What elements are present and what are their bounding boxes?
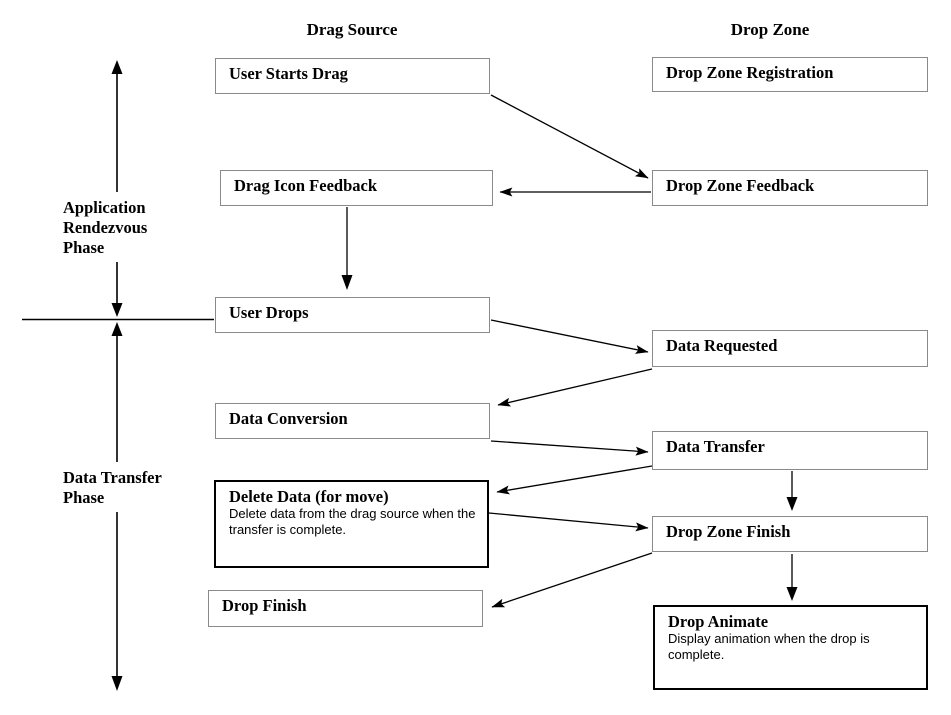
node-title: Drop Zone Finish bbox=[666, 522, 791, 541]
node-title: Data Transfer bbox=[666, 437, 765, 456]
node-title: Drop Animate bbox=[668, 612, 769, 631]
node-drop-zone-registration[interactable]: Drop Zone Registration bbox=[652, 57, 928, 92]
node-data-transfer[interactable]: Data Transfer bbox=[652, 431, 928, 470]
edge-data-conversion-to-data-transfer bbox=[490, 440, 649, 456]
edge-user-starts-drag-to-drop-zone-feedback bbox=[490, 94, 649, 179]
node-delete-data[interactable]: Delete Data (for move) Delete data from … bbox=[214, 480, 489, 568]
node-title: Data Conversion bbox=[229, 409, 348, 428]
node-description: Display animation when the drop is compl… bbox=[668, 631, 870, 663]
node-data-conversion[interactable]: Data Conversion bbox=[215, 403, 490, 439]
node-title: User Drops bbox=[229, 303, 309, 322]
node-drop-zone-feedback[interactable]: Drop Zone Feedback bbox=[652, 170, 928, 206]
edge-data-transfer-to-drop-zone-finish bbox=[786, 471, 798, 511]
node-drop-zone-finish[interactable]: Drop Zone Finish bbox=[652, 516, 928, 552]
node-title: Delete Data (for move) bbox=[229, 487, 389, 506]
column-title-drop-zone: Drop Zone bbox=[730, 20, 810, 39]
edge-delete-data-to-drop-zone-finish bbox=[488, 512, 649, 532]
edge-data-requested-to-data-conversion bbox=[497, 368, 653, 407]
phase-label-data-transfer: Data Transfer Phase bbox=[63, 468, 162, 508]
node-title: Drag Icon Feedback bbox=[234, 176, 377, 195]
node-data-requested[interactable]: Data Requested bbox=[652, 330, 928, 367]
edge-drop-zone-finish-to-drop-animate bbox=[786, 554, 798, 601]
node-drop-animate[interactable]: Drop Animate Display animation when the … bbox=[653, 605, 928, 690]
node-user-drops[interactable]: User Drops bbox=[215, 297, 490, 333]
edge-data-transfer-to-delete-data bbox=[496, 465, 653, 495]
edge-drag-icon-feedback-to-user-drops bbox=[341, 207, 353, 290]
node-title: Drop Zone Registration bbox=[666, 63, 834, 82]
edge-user-drops-to-data-requested bbox=[490, 319, 649, 354]
node-title: Data Requested bbox=[666, 336, 778, 355]
edge-drop-zone-finish-to-drop-finish bbox=[491, 552, 653, 608]
node-title: Drop Zone Feedback bbox=[666, 176, 815, 195]
node-drop-finish[interactable]: Drop Finish bbox=[208, 590, 483, 627]
node-drag-icon-feedback[interactable]: Drag Icon Feedback bbox=[220, 170, 493, 206]
phase-axis-application-rendezvous bbox=[111, 60, 123, 317]
node-title: Drop Finish bbox=[222, 596, 307, 615]
node-title: User Starts Drag bbox=[229, 64, 348, 83]
node-user-starts-drag[interactable]: User Starts Drag bbox=[215, 58, 490, 94]
node-description: Delete data from the drag source when th… bbox=[229, 506, 476, 538]
column-title-drag-source: Drag Source bbox=[306, 20, 398, 39]
phase-label-application-rendezvous: Application Rendezvous Phase bbox=[63, 198, 148, 258]
